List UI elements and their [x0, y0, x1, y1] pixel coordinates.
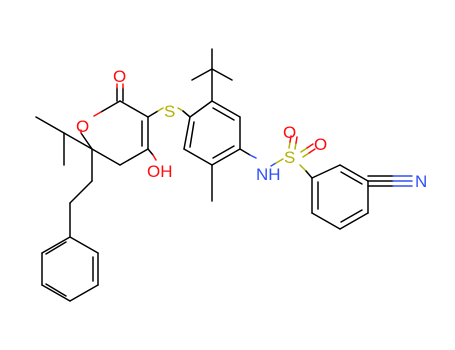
sulfonyl-sulfur-label: S	[284, 148, 295, 167]
bond-s-o1a-yellow	[288, 141, 291, 149]
bond-s-o1b-red	[295, 136, 298, 144]
bond-ar-6	[183, 116, 191, 150]
bond-ar-4	[211, 148, 241, 166]
sulfonyl-oxygen-1-label: O	[283, 123, 296, 142]
bond-c4-c5	[119, 148, 149, 166]
bond-ch-ch3a	[35, 116, 65, 134]
dihydropyranone-ring	[80, 83, 157, 166]
bond-s-o2a-red	[306, 143, 314, 149]
bond-s-o2a-yellow	[300, 147, 308, 153]
bond-c4-oh-red	[152, 154, 157, 161]
hydroxyl-label: OH	[147, 162, 173, 181]
bond-c6-o1	[80, 132, 93, 150]
carbonyl-oxygen-label: O	[113, 67, 126, 86]
sulfide-label: S	[164, 102, 175, 121]
bond-ar-1	[189, 100, 213, 118]
bond-s-o2b-yellow	[302, 152, 310, 158]
bond-n-s-yellow	[275, 158, 284, 164]
bond-cy-4-inner	[340, 209, 363, 223]
central-aryl-ring	[183, 100, 241, 166]
bond-s-ar	[182, 110, 191, 118]
bond-cy-2	[339, 164, 369, 182]
cyanophenyl-ring	[311, 164, 369, 230]
bond-ch2-ch2	[69, 180, 93, 204]
bond-c6-ch	[63, 132, 93, 150]
bond-ar-2-inner	[212, 107, 235, 121]
bond-c4-oh	[147, 148, 154, 156]
bond-ar-n-blue	[249, 154, 257, 159]
sulfonyl-oxygen-2-label: O	[314, 135, 327, 154]
tert-butyl-group	[191, 48, 233, 102]
bond-ar-n	[239, 148, 251, 156]
bond-n-s-blue	[270, 162, 277, 167]
bond-c3-s	[147, 110, 159, 118]
nitrile-nitrogen-label: N	[415, 172, 427, 191]
bond-cy-2-inner	[340, 171, 363, 185]
bond-ph-4	[41, 284, 71, 302]
bond-c3-s-yellow	[157, 107, 164, 112]
nitrile-group	[367, 175, 413, 187]
isopropyl-group	[35, 116, 93, 166]
bond-s-ar2	[305, 170, 313, 179]
bond-ph-6-inner	[45, 241, 67, 255]
bond-ar-6-inner	[189, 121, 195, 148]
bond-s-o1a-red	[289, 135, 292, 143]
bond-ar-4-inner	[212, 145, 235, 159]
bond-ar-5	[183, 148, 213, 166]
bond-c2-o1	[100, 100, 121, 113]
bond-s-ar2-yellow	[299, 164, 307, 172]
sulfonamide-group	[239, 135, 316, 179]
bond-cy-4	[339, 212, 369, 230]
bond-cy-1	[311, 164, 341, 179]
bond-ar-2	[211, 100, 241, 118]
bond-s-o2b-red	[308, 148, 316, 154]
bond-c5-c6	[91, 148, 121, 166]
bond-c2-o1-red	[93, 111, 102, 117]
thioether-link	[147, 107, 191, 118]
bond-ph-3	[69, 284, 99, 302]
bond-cy-5	[311, 212, 341, 230]
bond-ph-4-inner	[45, 283, 67, 297]
bond-s-o1b-yellow	[294, 142, 297, 150]
phenethyl-group	[41, 148, 99, 302]
ring-oxygen-label: O	[76, 117, 89, 136]
bond-ph-1	[69, 236, 99, 254]
bond-c2-c3	[119, 100, 149, 118]
bond-tbu-me3	[211, 68, 233, 81]
amine-label: NH	[256, 165, 281, 184]
bond-ph-6	[41, 236, 71, 254]
bond-tbu-me2	[191, 68, 213, 81]
bond-s-ar-yellow	[177, 107, 184, 112]
